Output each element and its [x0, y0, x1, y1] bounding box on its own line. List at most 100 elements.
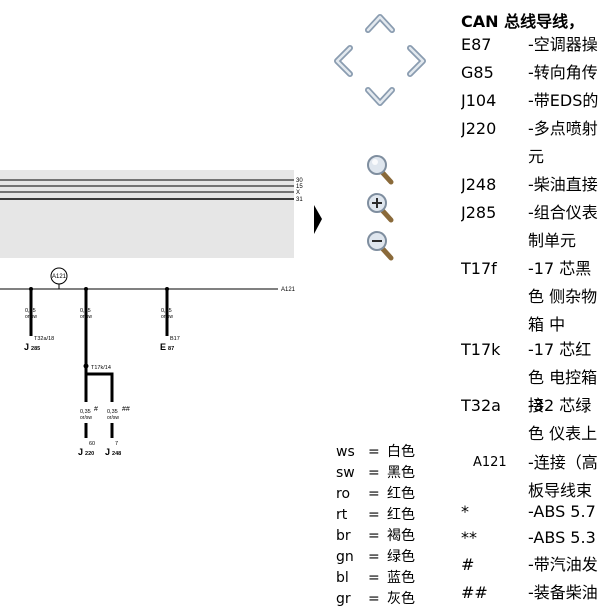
color-eq: =	[368, 570, 380, 586]
wiring-diagram: 30 15 X 31 A121 A121 0,35 or/sw T32a/18 …	[0, 170, 322, 457]
legend-desc: -带EDS的	[528, 91, 599, 110]
wire-spec: 0,35	[80, 409, 91, 415]
chevron-left-icon	[334, 45, 353, 77]
legend-desc: -ABS 5.3	[528, 528, 596, 547]
color-eq: =	[368, 507, 380, 523]
color-abbr: bl	[336, 570, 349, 586]
legend-code: J285	[461, 203, 497, 222]
legend-code: **	[461, 528, 477, 547]
color-abbr: ro	[336, 486, 351, 502]
color-abbr: sw	[336, 465, 355, 481]
branch-wire-j248	[84, 366, 114, 402]
legend-code: A121	[473, 455, 507, 470]
color-eq: =	[368, 549, 380, 565]
color-eq: =	[368, 528, 380, 544]
color-abbr: ws	[336, 444, 355, 460]
legend-desc: -ABS 5.7	[528, 502, 596, 521]
legend-desc: -转向角传	[528, 63, 598, 82]
navigation-controls	[325, 0, 435, 270]
branch-mark: ##	[122, 406, 130, 413]
component-legend: CAN 总线导线， E87 -空调器操 G85 -转向角传 J104 -带EDS…	[461, 0, 604, 601]
wire-color: or/sw	[80, 415, 92, 421]
color-eq: =	[368, 486, 380, 502]
can-line-label: A121	[281, 287, 296, 293]
junction-label: T17k/14	[91, 365, 111, 371]
chevron-up-icon	[365, 14, 395, 33]
color-name: 黑色	[387, 465, 415, 481]
legend-code: J248	[461, 175, 497, 194]
wire-color: or/sw	[107, 415, 119, 421]
pan-up-button[interactable]	[365, 12, 395, 34]
color-abbr: rt	[336, 507, 348, 523]
legend-code: T17f	[461, 259, 497, 278]
legend-desc: -组合仪表 制单元	[528, 203, 598, 250]
pan-left-button[interactable]	[331, 45, 355, 77]
bus-label-x: X	[296, 190, 300, 196]
wire-color: or/sw	[161, 314, 173, 320]
color-eq: =	[368, 465, 380, 481]
legend-desc: -连接（高 板导线束	[528, 453, 598, 500]
connector-a121	[50, 267, 68, 285]
legend-code: #	[461, 555, 475, 574]
connector-label: T32a/18	[34, 336, 54, 342]
legend-desc: -装备柴油	[528, 583, 598, 601]
legend-desc: -柴油直接	[528, 175, 598, 194]
legend-code: E87	[461, 35, 492, 54]
legend-title: CAN 总线导线，	[461, 12, 585, 31]
zoom-out-button[interactable]	[365, 229, 395, 261]
wire-spec: 0,35	[107, 409, 118, 415]
legend-code: J104	[461, 91, 497, 110]
pin-label: 7	[115, 441, 118, 447]
zoom-out-icon	[367, 231, 394, 261]
color-name: 白色	[387, 444, 415, 460]
legend-desc: -带汽油发	[528, 555, 598, 574]
legend-code: T17k	[461, 340, 501, 359]
color-name: 绿色	[387, 549, 415, 565]
connector-a121-label: A121	[52, 274, 67, 280]
legend-code: ##	[461, 583, 488, 601]
legend-desc: -17 芯黑色 侧杂物箱 中	[528, 259, 598, 334]
wire-color: or/sw	[80, 314, 92, 320]
chevron-down-icon	[365, 87, 395, 106]
legend-code: G85	[461, 63, 494, 82]
color-name: 红色	[387, 486, 415, 502]
bus-label-31: 31	[296, 197, 303, 203]
pan-down-button[interactable]	[365, 86, 395, 108]
legend-code: T32a	[461, 396, 501, 415]
color-abbr: br	[336, 528, 351, 544]
legend-code: *	[461, 502, 469, 521]
bus-label-15: 15	[296, 184, 303, 190]
color-name: 褐色	[387, 528, 415, 544]
wire-color: or/sw	[25, 314, 37, 320]
color-name: 灰色	[387, 591, 415, 607]
zoom-in-icon	[367, 193, 394, 223]
legend-desc: -32 芯绿色 仪表上	[528, 396, 598, 443]
continue-arrow-icon[interactable]	[314, 205, 322, 234]
color-name: 红色	[387, 507, 415, 523]
connector-label: B17	[170, 336, 180, 342]
bus-panel	[0, 170, 294, 258]
wire-spec: 0,35	[80, 308, 91, 314]
magnifier-icon	[367, 155, 394, 185]
color-abbr: gn	[336, 549, 354, 565]
pan-right-button[interactable]	[405, 45, 429, 77]
zoom-fit-button[interactable]	[365, 153, 395, 185]
zoom-in-button[interactable]	[365, 191, 395, 223]
wire-spec: 0,35	[161, 308, 172, 314]
legend-code: J220	[461, 119, 497, 138]
legend-desc: -空调器操	[528, 35, 598, 54]
color-eq: =	[368, 444, 380, 460]
legend-desc: -多点喷射 元	[528, 119, 598, 166]
legend-desc: -17 芯红色 电控箱接	[528, 340, 598, 415]
pin-label: 60	[89, 441, 95, 447]
branch-mark: #	[94, 406, 98, 413]
wire-spec: 0,35	[25, 308, 36, 314]
bus-label-30: 30	[296, 178, 303, 184]
chevron-right-icon	[407, 45, 426, 77]
color-eq: =	[368, 591, 380, 607]
color-abbr: gr	[336, 591, 351, 607]
